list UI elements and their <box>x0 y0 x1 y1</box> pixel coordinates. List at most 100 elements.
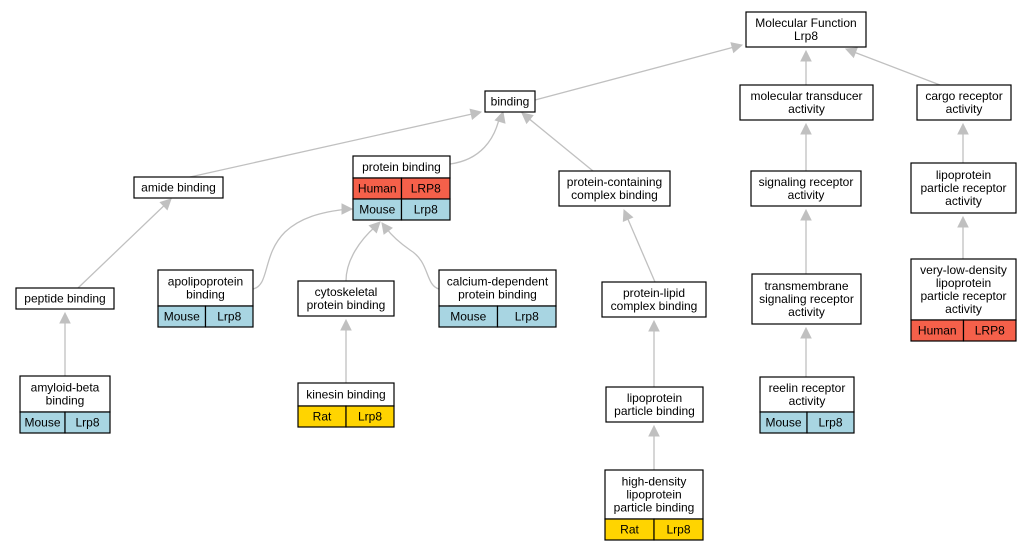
edge-calcium-dependent-to-protein-binding <box>381 222 440 290</box>
node-label-line: particle receptor <box>920 289 1006 303</box>
gene-cell <box>962 319 1017 342</box>
edge-arrowhead <box>340 318 352 331</box>
edge-arrowhead <box>730 42 744 54</box>
edge-line <box>534 46 735 101</box>
gene-label: Lrp8 <box>818 416 842 430</box>
node-amide-binding[interactable]: amide binding <box>133 176 224 199</box>
node-label-line: activity <box>788 188 825 202</box>
edge-line <box>853 51 941 86</box>
node-label-line: molecular transducer <box>750 89 862 103</box>
edges-layer <box>59 42 969 470</box>
node-binding[interactable]: binding <box>484 90 536 113</box>
node-label-line: particle binding <box>614 404 695 418</box>
node-label-line: complex binding <box>571 188 658 202</box>
edge-arrowhead <box>59 311 71 324</box>
gene-cell <box>64 411 111 434</box>
node-box <box>739 84 874 121</box>
species-label: Mouse <box>359 203 395 217</box>
node-label-line: activity <box>788 305 825 319</box>
edge-arrowhead <box>622 208 634 222</box>
node-box <box>601 281 707 318</box>
node-label-line: reelin receptor <box>769 381 846 395</box>
species-label: Human <box>918 324 957 338</box>
edge-arrowhead <box>381 222 393 235</box>
edge-arrowhead <box>341 203 354 215</box>
edge-cytoskeletal-to-protein-binding <box>345 221 381 282</box>
node-label-line: signaling receptor <box>759 175 854 189</box>
edge-protein-binding-to-binding <box>449 110 506 165</box>
gene-label: Lrp8 <box>666 523 690 537</box>
gene-label: Lrp8 <box>75 416 99 430</box>
edge-line <box>189 113 474 178</box>
node-box <box>605 386 704 423</box>
edge-amyloid-beta-to-peptide-binding <box>59 311 71 376</box>
species-label: Rat <box>620 523 639 537</box>
node-label-line: activity <box>945 194 982 208</box>
species-label: Mouse <box>24 416 60 430</box>
edge-kinesin-to-cytoskeletal <box>340 318 352 383</box>
node-box <box>438 269 557 307</box>
node-label-line: Molecular Function <box>755 16 856 30</box>
edge-vldl-receptor-to-lipoprotein-receptor <box>957 215 969 259</box>
gene-label: LRP8 <box>411 182 441 196</box>
node-label-line: protein-containing <box>567 175 662 189</box>
gene-cell <box>345 405 395 428</box>
edge-arrowhead <box>957 215 969 228</box>
edge-arrowhead <box>957 122 969 135</box>
node-label-line: protein binding <box>307 298 386 312</box>
edge-arrowhead <box>800 122 812 135</box>
edge-lipoprotein-binding-to-protein-lipid <box>648 319 660 387</box>
edge-transmembrane-to-signaling-receptor <box>800 208 812 274</box>
node-box <box>745 11 867 48</box>
gene-cell <box>496 305 557 328</box>
edge-line <box>345 225 377 282</box>
edge-protein-containing-to-binding <box>521 112 594 172</box>
species-label: Human <box>358 182 397 196</box>
gene-cell <box>204 305 254 328</box>
node-label-line: particle binding <box>614 501 695 515</box>
node-box <box>19 375 111 413</box>
node-label-line: activity <box>946 102 983 116</box>
edge-line <box>527 117 594 172</box>
edge-line <box>385 227 440 290</box>
gene-label: Lrp8 <box>217 310 241 324</box>
node-box <box>750 170 862 207</box>
node-peptide-binding[interactable]: peptide binding <box>15 287 115 310</box>
edge-line <box>626 217 656 283</box>
node-label-line: activity <box>945 302 982 316</box>
edge-arrowhead <box>521 112 534 125</box>
edge-arrowhead <box>800 49 812 62</box>
node-label-line: transmembrane <box>764 279 848 293</box>
edge-arrowhead <box>648 424 660 437</box>
node-label-line: Lrp8 <box>794 29 818 43</box>
node-label-line: very-low-density <box>920 263 1007 277</box>
node-label-line: amide binding <box>141 181 216 195</box>
edge-arrowhead <box>368 221 381 234</box>
edge-arrowhead <box>648 319 660 332</box>
node-label-line: peptide binding <box>24 292 105 306</box>
edge-arrowhead <box>494 110 506 124</box>
edge-molecular-transducer-to-molecular-function <box>800 49 812 85</box>
node-box <box>910 258 1017 321</box>
node-box <box>916 84 1012 121</box>
node-label-line: kinesin binding <box>306 388 385 402</box>
